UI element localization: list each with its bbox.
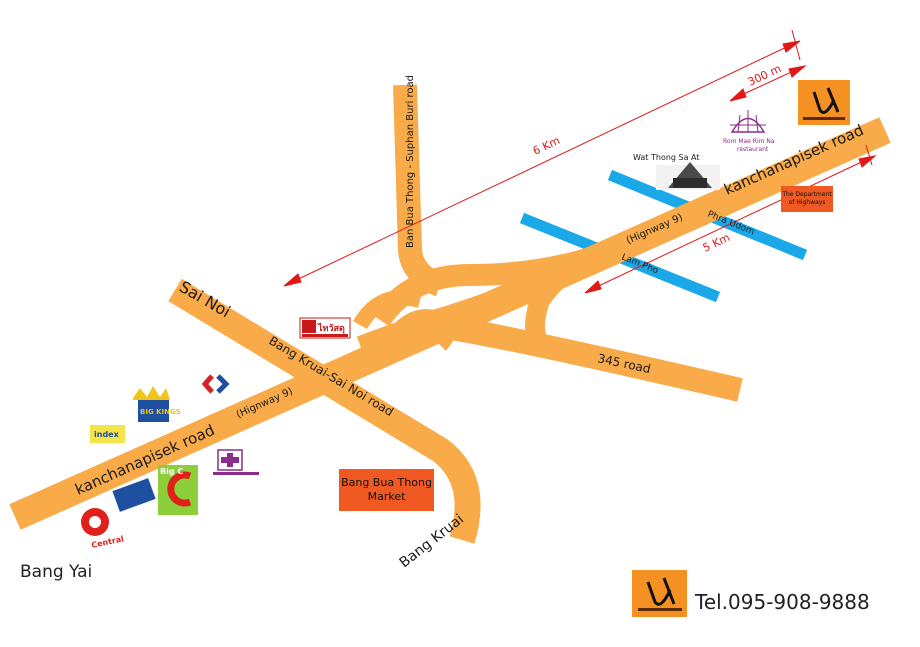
svg-text:BIG KINGS: BIG KINGS — [140, 408, 181, 416]
bang-kruai-sai-noi-road — [168, 278, 481, 544]
carrefour-logo — [201, 374, 230, 394]
five-km-arrow-left — [584, 280, 602, 294]
six-km-arrow-left — [283, 273, 302, 287]
svg-text:ไทวัสดุ: ไทวัสดุ — [317, 322, 345, 334]
interchange-east — [525, 245, 603, 351]
distance-markers — [283, 29, 877, 294]
market-box: Bang Bua Thong Market — [339, 469, 434, 511]
homepro-logo — [112, 478, 156, 512]
three-hundred-m-arrow-right — [788, 65, 807, 78]
interchange-loop — [388, 309, 456, 351]
label-suphan-buri: Ban Bua Thong - Suphan Buri road — [405, 75, 416, 248]
five-km-line — [589, 157, 871, 291]
central-logo: Central — [81, 508, 125, 550]
label-restaurant-1: Rom Mae Rim Na — [723, 138, 775, 145]
telephone[interactable]: Tel.095-908-9888 — [695, 590, 870, 614]
label-bang-yai: Bang Yai — [20, 562, 93, 582]
three-hundred-m-arrow-left — [729, 88, 747, 102]
label-wat: Wat Thong Sa At — [633, 153, 700, 162]
road-network — [9, 84, 891, 544]
six-km-tick — [791, 29, 801, 61]
road-345 — [428, 313, 743, 402]
temple-icon — [656, 162, 720, 190]
company-logo-top — [798, 80, 850, 125]
department-box: The Department of Highways — [781, 186, 833, 212]
index-logo: index — [90, 425, 125, 443]
restaurant-icon — [730, 110, 766, 133]
label-bang-kruai: Bang Kruai — [397, 511, 467, 571]
interchange-west — [353, 289, 422, 330]
six-km-line — [289, 42, 796, 284]
label-6km: 6 Km — [531, 134, 562, 158]
five-km-arrow-right — [858, 155, 877, 168]
label-5km: 5 Km — [701, 231, 732, 255]
five-km-tick — [865, 144, 873, 166]
big-kings-logo: BIG KINGS — [133, 386, 181, 422]
hospital-logo — [213, 449, 259, 475]
label-restaurant-2: restaurant — [737, 146, 769, 153]
svg-text:index: index — [94, 430, 120, 439]
three-hundred-m-line — [734, 67, 801, 99]
svg-text:Central: Central — [91, 534, 125, 550]
thai-watsadu-logo: ไทวัสดุ — [299, 317, 351, 339]
company-logo-bottom — [632, 570, 687, 617]
svg-text:Big C: Big C — [160, 467, 183, 476]
big-c-logo: Big C — [158, 465, 198, 515]
